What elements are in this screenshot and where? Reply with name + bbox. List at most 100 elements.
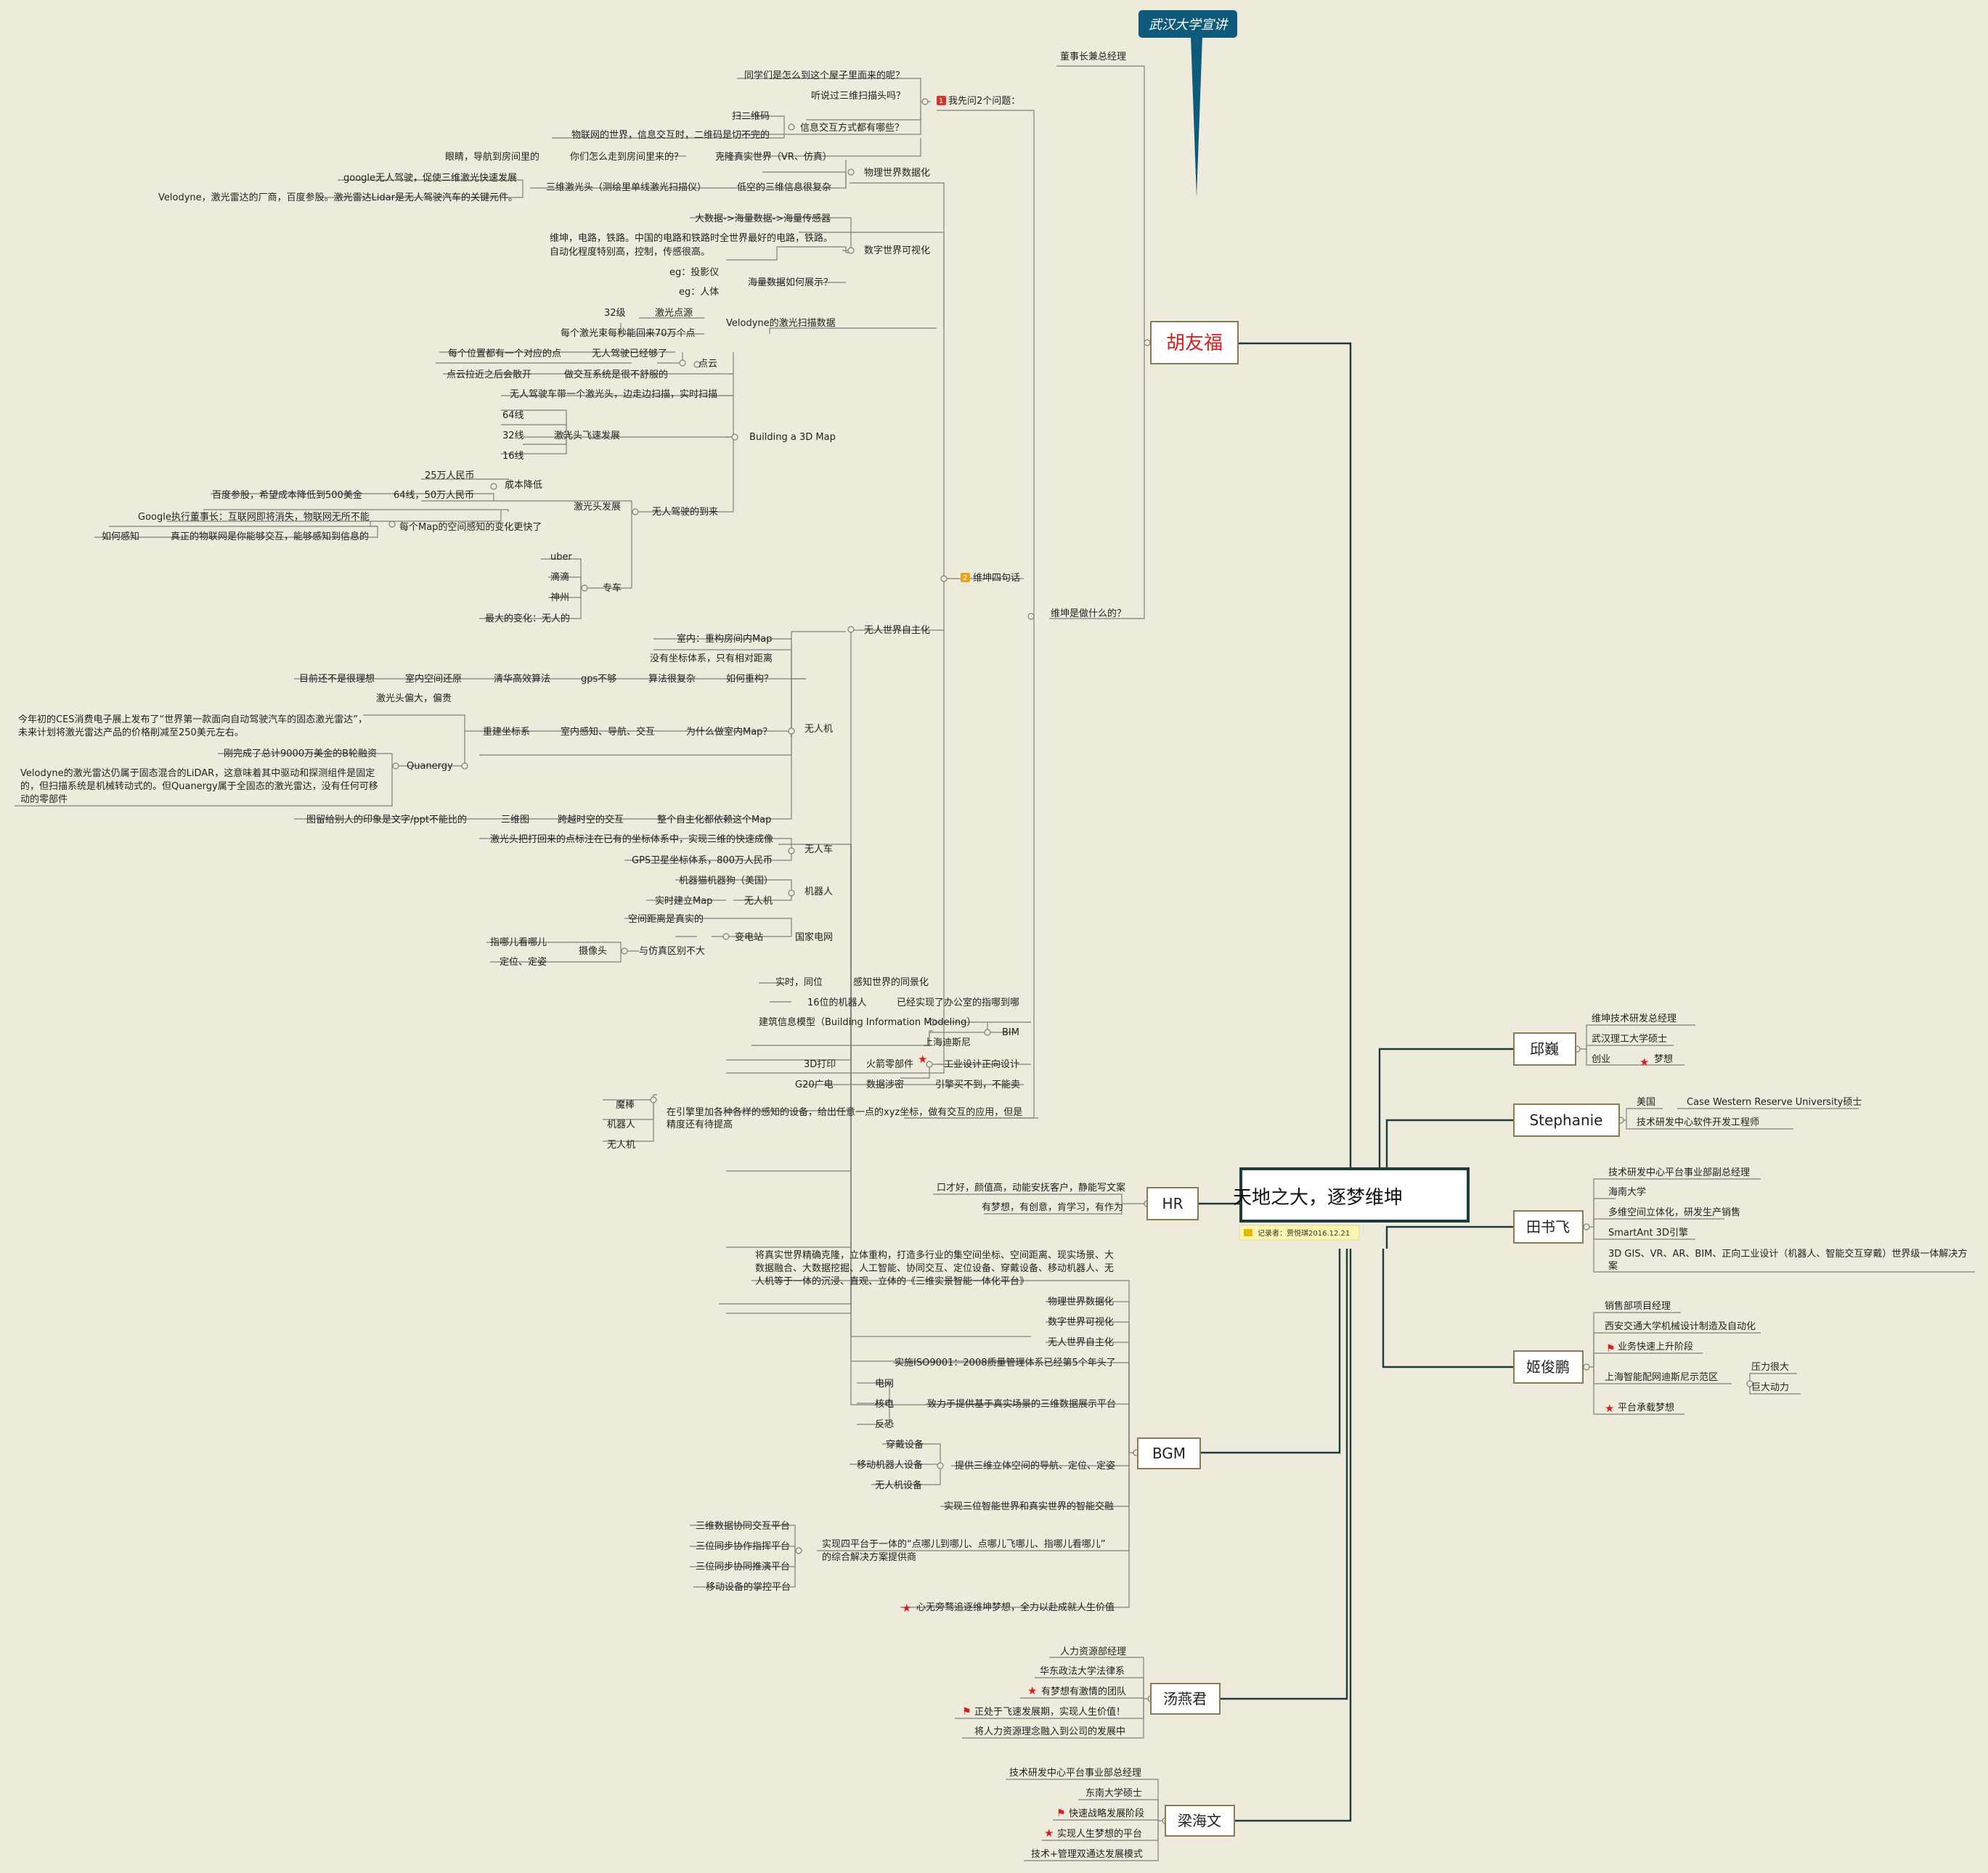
node[interactable]: 维坤技术研发总经理 bbox=[1592, 1013, 1677, 1024]
topic-stephanie[interactable]: Stephanie bbox=[1513, 1103, 1620, 1137]
node[interactable]: 美国 bbox=[1637, 1097, 1655, 1108]
node[interactable]: 指哪儿看哪儿 bbox=[490, 936, 547, 948]
node[interactable]: 感知世界的同景化 bbox=[853, 976, 929, 988]
node[interactable]: 平台承载梦想 bbox=[1618, 1402, 1674, 1413]
node[interactable]: 百度参股，希望成本降低到500美金 bbox=[212, 489, 362, 501]
node[interactable]: BIM bbox=[1002, 1027, 1019, 1038]
node[interactable]: 未来计划将激光雷达产品的价格削减至250美元左右。 bbox=[18, 727, 244, 738]
node[interactable]: 实现人生梦想的平台 bbox=[1057, 1828, 1142, 1840]
node[interactable]: 武汉理工大学硕士 bbox=[1592, 1033, 1667, 1045]
node[interactable]: 电网 bbox=[875, 1379, 894, 1390]
node[interactable]: 同学们是怎么到这个屋子里面来的呢？ bbox=[744, 70, 905, 81]
node[interactable]: 无人车 bbox=[804, 844, 833, 855]
node[interactable]: 点云拉近之后会散开 bbox=[447, 370, 531, 380]
node[interactable]: 有梦想，有创意，肯学习，有作为 bbox=[982, 1201, 1123, 1213]
node[interactable]: Velodyne的激光扫描数据 bbox=[726, 317, 836, 329]
node[interactable]: 建筑信息模型（Building Information Modeling） bbox=[759, 1016, 976, 1028]
node[interactable]: eg：人体 bbox=[679, 287, 719, 298]
node[interactable]: 跨越时空的交互 bbox=[558, 814, 624, 825]
node[interactable]: 业务快速上升阶段 bbox=[1618, 1341, 1693, 1352]
node[interactable]: 将人力资源理念融入到公司的发展中 bbox=[974, 1726, 1125, 1737]
floating-topic[interactable]: 武汉大学宣讲 bbox=[1138, 10, 1237, 197]
node[interactable]: google无人驾驶，促使三维激光快速发展 bbox=[343, 172, 517, 184]
node[interactable]: 32级 bbox=[604, 308, 626, 319]
node[interactable]: 西安交通大学机械设计制造及自动化 bbox=[1605, 1321, 1756, 1332]
node[interactable]: 每个位置都有一个对应的点 bbox=[448, 348, 561, 359]
node[interactable]: 室内：重构房间内Map bbox=[677, 633, 772, 645]
node[interactable]: 克隆真实世界（VR、仿真） bbox=[715, 152, 832, 163]
node[interactable]: 如何重构？ bbox=[726, 673, 773, 685]
node[interactable]: 三维激光头（测绘里单线激光扫描仪） bbox=[546, 182, 706, 193]
node[interactable]: 物理世界数据化 bbox=[864, 168, 930, 179]
node[interactable]: 无人驾驶车带一个激光头，边走边扫描，实时扫描 bbox=[510, 388, 717, 400]
node[interactable]: 图留给别人的印象是文字/ppt不能比的 bbox=[306, 814, 467, 825]
node[interactable]: 机器人 bbox=[607, 1119, 635, 1130]
node[interactable]: G20广电 bbox=[795, 1080, 834, 1090]
node[interactable]: 空间距离是真实的 bbox=[628, 913, 704, 925]
node[interactable]: 点云 bbox=[698, 359, 717, 370]
node[interactable]: 如何感知 bbox=[102, 531, 139, 542]
node[interactable]: 上海迪斯尼 bbox=[924, 1037, 971, 1048]
node[interactable]: 无人机 bbox=[804, 724, 833, 735]
node[interactable]: 有梦想有激情的团队 bbox=[1041, 1686, 1126, 1697]
node[interactable]: 实现三位智能世界和真实世界的智能交融 bbox=[944, 1501, 1114, 1512]
node[interactable]: gps不够 bbox=[581, 674, 616, 685]
topic-tian-shufei[interactable]: 田书飞 bbox=[1513, 1210, 1584, 1244]
node[interactable]: 创业 bbox=[1592, 1054, 1610, 1065]
node[interactable]: 64线，50万人民币 bbox=[394, 490, 474, 501]
node[interactable]: GPS卫星坐标体系，800万人民币 bbox=[632, 855, 773, 866]
node[interactable]: 提供三维立体空间的导航、定位、定姿 bbox=[955, 1460, 1115, 1472]
node[interactable]: SmartAnt 3D引擎 bbox=[1608, 1228, 1688, 1239]
node[interactable]: 已经实现了办公室的指哪到哪 bbox=[897, 997, 1019, 1008]
node[interactable]: 无人机 bbox=[607, 1140, 635, 1151]
node[interactable]: 激光头发展 bbox=[574, 501, 621, 513]
node[interactable]: 三维数据协同交互平台 bbox=[696, 1520, 790, 1532]
node[interactable]: 专车 bbox=[603, 582, 622, 594]
node[interactable]: 快速战略发展阶段 bbox=[1069, 1808, 1144, 1819]
branch-title[interactable]: 董事长兼总经理 bbox=[1060, 52, 1126, 62]
node[interactable]: 海量数据如何展示？ bbox=[748, 277, 833, 288]
central-topic[interactable]: 天地之大，逐梦维坤 记录者：贾悦琪2016.12.21 bbox=[1233, 1167, 1470, 1241]
node[interactable]: 25万人民币 bbox=[425, 470, 475, 481]
node[interactable]: 3D GIS、VR、AR、BIM、正向工业设计（机器人、智能交互穿戴）世界级一体… bbox=[1608, 1248, 1967, 1260]
node[interactable]: 核电 bbox=[875, 1399, 894, 1410]
node[interactable]: Google执行董事长：互联网即将消失，物联网无所不能 bbox=[138, 512, 370, 523]
branch-questions[interactable]: 我先问2个问题： bbox=[948, 96, 1020, 107]
node[interactable]: 维坤，电路，铁路。中国的电路和铁路时全世界最好的电路，铁路。 bbox=[550, 232, 833, 244]
node[interactable]: 物联网的世界，信息交互时，二维码是切不完的 bbox=[571, 129, 770, 141]
node[interactable]: 技术+管理双通达发展模式 bbox=[1031, 1848, 1143, 1860]
node[interactable]: 每个Map的空间感知的变化更快了 bbox=[399, 521, 542, 533]
node[interactable]: 巨大动力 bbox=[1751, 1382, 1789, 1393]
node[interactable]: 清华高效算法 bbox=[494, 673, 550, 685]
topic-hu-youfu[interactable]: 胡友福 bbox=[1150, 321, 1239, 364]
node[interactable]: Building a 3D Map bbox=[749, 432, 836, 443]
node[interactable]: Case Western Reserve University硕士 bbox=[1687, 1097, 1862, 1108]
node[interactable]: 16线 bbox=[502, 451, 524, 462]
node[interactable]: eg：投影仪 bbox=[669, 266, 719, 278]
node[interactable]: 目前还不是很理想 bbox=[299, 673, 375, 685]
node[interactable]: 3D打印 bbox=[804, 1059, 836, 1070]
node[interactable]: 没有坐标体系，只有相对距离 bbox=[650, 653, 773, 664]
node[interactable]: 激光头飞速发展 bbox=[554, 430, 620, 441]
node[interactable]: 激光头偏大，偏贵 bbox=[376, 693, 452, 704]
node[interactable]: 工业设计正向设计 bbox=[944, 1058, 1019, 1070]
node[interactable]: 无人世界自主化 bbox=[1048, 1337, 1114, 1348]
node[interactable]: 重建坐标系 bbox=[483, 726, 530, 738]
node[interactable]: 三维图 bbox=[501, 815, 529, 825]
node[interactable]: 案 bbox=[1608, 1261, 1618, 1272]
node[interactable]: 引擎买不到，不能卖 bbox=[935, 1080, 1020, 1090]
node[interactable]: 的综合解决方案提供商 bbox=[822, 1551, 916, 1563]
node[interactable]: 反恐 bbox=[875, 1419, 894, 1430]
node[interactable]: 人力资源部经理 bbox=[1060, 1646, 1126, 1657]
node[interactable]: 梦想 bbox=[1654, 1053, 1673, 1065]
node[interactable]: 低空的三维信息很复杂 bbox=[737, 181, 831, 193]
node[interactable]: 实施ISO9001：2008质量管理体系已经第5个年头了 bbox=[895, 1358, 1116, 1368]
node[interactable]: 东南大学硕士 bbox=[1085, 1787, 1142, 1799]
node[interactable]: 室内感知、导航、交互 bbox=[561, 726, 655, 738]
node[interactable]: 数据涉密 bbox=[866, 1079, 904, 1090]
topic-hr[interactable]: HR bbox=[1146, 1187, 1199, 1220]
node[interactable]: 眼睛，导航到房间里的 bbox=[445, 151, 539, 163]
node[interactable]: 变电站 bbox=[735, 931, 763, 943]
node[interactable]: 自动化程度特别高，控制，传感很高。 bbox=[550, 246, 710, 258]
topic-qiu-wei[interactable]: 邱巍 bbox=[1513, 1032, 1576, 1066]
